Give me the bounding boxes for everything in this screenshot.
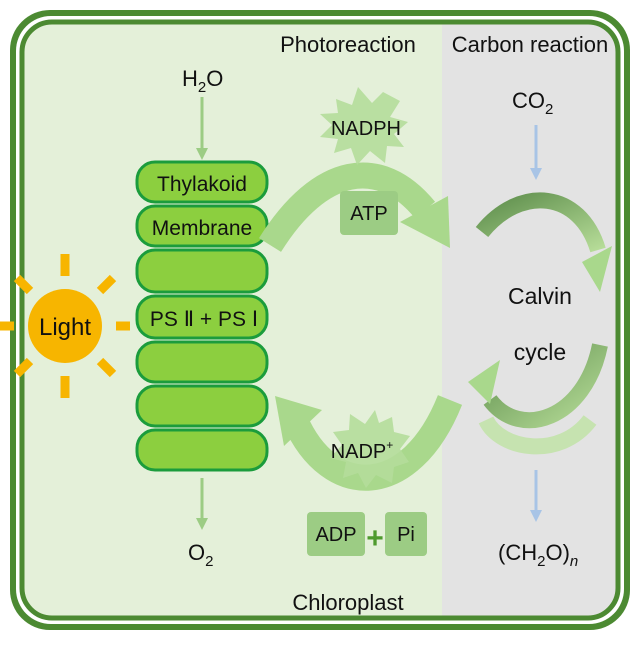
atp-box	[340, 191, 398, 235]
nadph-burst	[320, 87, 408, 165]
plus-sign: +	[366, 522, 384, 555]
cycle-label: cycle	[514, 339, 566, 365]
thylakoid-disc	[135, 340, 269, 384]
adp-box	[307, 512, 365, 556]
sun-icon	[0, 254, 130, 398]
energy-carrier-arrow	[258, 162, 450, 252]
nadph-label: NADPH	[331, 118, 401, 140]
cell-membrane	[19, 19, 621, 621]
carbon-reaction-region	[442, 22, 618, 618]
pi-label: Pi	[397, 524, 415, 546]
thylakoid-disc	[135, 384, 269, 428]
oxygen-label: O2	[188, 540, 213, 570]
calvin-label: Calvin	[508, 283, 572, 309]
thylakoid-label: Thylakoid	[157, 173, 247, 196]
water-arrow	[196, 97, 208, 160]
thylakoid-stack	[135, 160, 269, 472]
oxygen-arrow	[196, 478, 208, 530]
calvin-cycle-icon	[468, 192, 612, 455]
adp-label: ADP	[315, 524, 356, 546]
photosystems-label: PS Ⅱ + PS Ⅰ	[150, 308, 258, 331]
thylakoid-disc	[135, 248, 269, 294]
atp-label: ATP	[350, 203, 387, 225]
chloroplast-label: Chloroplast	[292, 590, 403, 615]
photoreaction-title: Photoreaction	[280, 32, 416, 57]
thylakoid-disc	[135, 428, 269, 472]
carbon-reaction-title: Carbon reaction	[452, 32, 609, 57]
product-arrow	[530, 470, 542, 522]
nadp-burst	[330, 410, 410, 488]
nadp-label: NADP+	[331, 438, 394, 463]
water-label: H2O	[182, 66, 223, 96]
light-label: Light	[39, 314, 91, 341]
product-label: (CH2O)n	[498, 540, 578, 570]
co2-label: CO2	[512, 88, 553, 118]
thylakoid-disc	[135, 294, 269, 340]
thylakoid-disc	[135, 160, 269, 204]
co2-arrow	[530, 125, 542, 180]
membrane-label: Membrane	[152, 217, 252, 240]
pi-box	[385, 512, 427, 556]
